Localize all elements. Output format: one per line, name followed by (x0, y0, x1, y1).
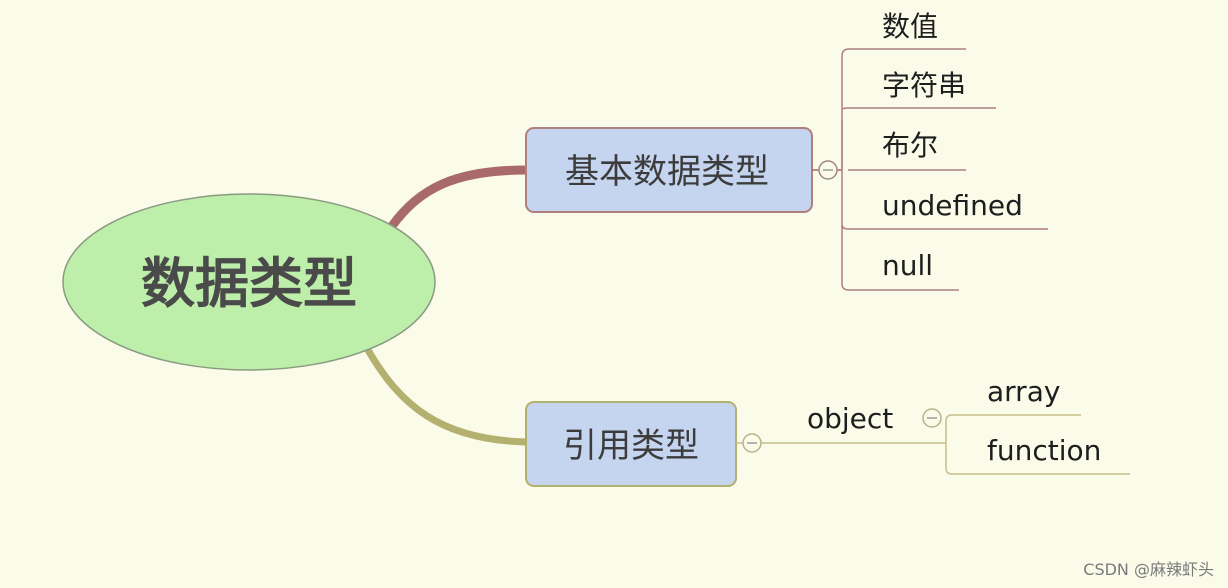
root-label: 数据类型 (141, 252, 357, 315)
watermark: CSDN @麻辣虾头 (1083, 560, 1214, 579)
leaf-primitive-boolean[interactable]: 布尔 (882, 129, 938, 162)
node-object[interactable]: object (807, 402, 893, 435)
branch-label-reference: 引用类型 (563, 426, 699, 466)
leaf-primitive-string[interactable]: 字符串 (882, 69, 966, 102)
branch-node-reference[interactable]: 引用类型 (525, 401, 737, 487)
leaf-primitive-undefined[interactable]: undefined (882, 189, 1023, 222)
leaf-primitive-number[interactable]: 数值 (882, 10, 938, 43)
collapse-toggle-object[interactable] (922, 408, 942, 428)
branch-label-primitive: 基本数据类型 (565, 152, 769, 192)
connector-root-reference (364, 346, 531, 446)
collapse-toggle-primitive[interactable] (818, 160, 838, 180)
leaf-primitive-null[interactable]: null (882, 249, 933, 282)
primitive-fan-line (841, 48, 850, 291)
object-fan-line (945, 414, 953, 475)
root-node[interactable]: 数据类型 (62, 193, 436, 371)
connector-root-primitive (387, 165, 532, 231)
collapse-toggle-reference[interactable] (742, 433, 762, 453)
leaf-object-array[interactable]: array (987, 375, 1060, 408)
branch-node-primitive[interactable]: 基本数据类型 (525, 127, 813, 213)
leaf-object-function[interactable]: function (987, 434, 1101, 467)
